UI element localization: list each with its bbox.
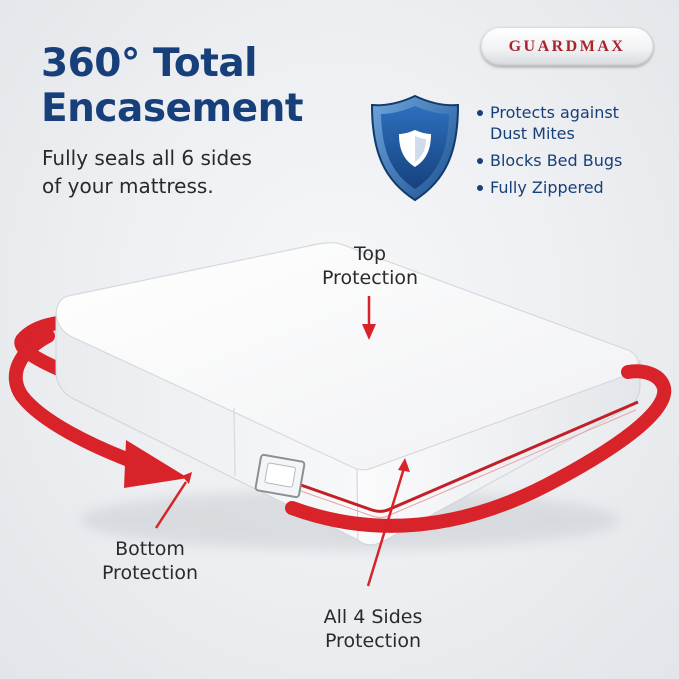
top-protection-label: Top Protection	[302, 242, 438, 290]
top-pointer-arrow	[362, 296, 376, 340]
sides-protection-label-line-2: Protection	[324, 630, 422, 652]
subheadline: Fully seals all 6 sides of your mattress…	[42, 144, 252, 200]
feature-item: Blocks Bed Bugs	[476, 150, 622, 171]
brand-logo-text: GUARDMAX	[508, 38, 626, 55]
subheadline-line-1: Fully seals all 6 sides	[42, 146, 252, 170]
headline: 360° Total Encasement	[41, 41, 304, 131]
bottom-swoosh-arrowhead	[124, 440, 188, 488]
mattress-tag-inner	[264, 462, 296, 488]
top-protection-label-line-1: Top	[353, 243, 387, 265]
brand-logo: GUARDMAX	[481, 28, 653, 66]
top-protection-label-line-2: Protection	[321, 267, 419, 289]
bottom-pointer-arrow	[154, 472, 192, 529]
feature-item-text: Dust Mites	[490, 124, 575, 143]
mattress-seam	[233, 407, 236, 477]
feature-item-text: Blocks Bed Bugs	[490, 151, 623, 170]
bottom-protection-label: Bottom Protection	[80, 537, 220, 585]
subheadline-line-2: of your mattress.	[42, 174, 214, 198]
feature-item-text: Protects against	[490, 103, 619, 122]
zipper-line	[297, 400, 639, 513]
bottom-swoosh	[8, 329, 141, 469]
shield-icon	[366, 92, 464, 204]
sides-pointer-arrow	[366, 458, 410, 587]
headline-line-2: Encasement	[41, 86, 304, 131]
feature-item: Fully Zippered	[476, 177, 622, 198]
feature-list: Protects against Dust Mites Blocks Bed B…	[476, 102, 622, 204]
sides-protection-label: All 4 Sides Protection	[296, 605, 450, 653]
feature-item: Protects against Dust Mites	[476, 102, 622, 144]
side-arrow-front	[285, 364, 672, 533]
headline-line-1: 360° Total	[41, 41, 258, 86]
feature-item-text: Fully Zippered	[490, 178, 604, 197]
bottom-protection-label-line-2: Protection	[101, 562, 199, 584]
sides-protection-label-line-1: All 4 Sides	[323, 606, 423, 628]
bottom-protection-label-line-1: Bottom	[115, 538, 185, 560]
